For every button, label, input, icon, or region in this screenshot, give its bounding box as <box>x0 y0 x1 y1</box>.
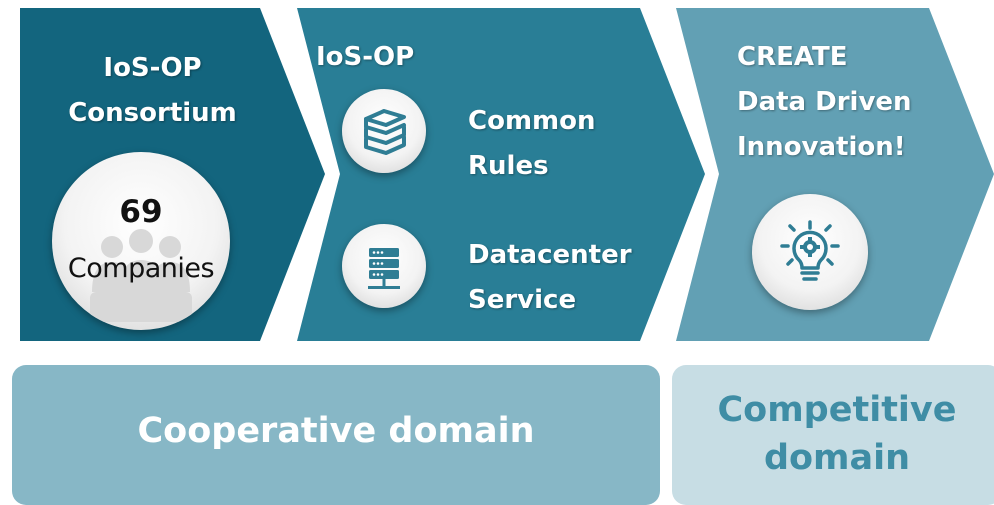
competitive-domain-line2: domain <box>763 438 911 478</box>
innovation-title-line1: CREATE <box>737 42 848 72</box>
common-rules-circle <box>342 89 426 173</box>
consortium-title-line1: IoS-OP <box>103 53 202 83</box>
cooperative-domain-box: Cooperative domain <box>12 365 660 505</box>
innovation-title-line3: Innovation! <box>737 132 906 162</box>
server-icon <box>368 248 400 289</box>
cooperative-domain-label: Cooperative domain <box>137 411 535 451</box>
innovation-circle <box>752 194 868 310</box>
companies-circle: 69 Companies <box>52 152 230 330</box>
competitive-domain-line1: Competitive <box>717 390 957 430</box>
datacenter-circle <box>342 224 426 308</box>
datacenter-label: Datacenter Service <box>468 233 632 323</box>
competitive-domain-box: Competitive domain <box>672 365 994 505</box>
common-rules-label: Common Rules <box>468 99 596 189</box>
datacenter-line1: Datacenter <box>468 240 632 270</box>
innovation-title-line2: Data Driven <box>737 87 912 117</box>
innovation-title: CREATE Data Driven Innovation! <box>737 35 912 170</box>
platform-title: IoS-OP <box>316 42 415 72</box>
company-count-label: Companies <box>67 253 215 284</box>
common-rules-line1: Common <box>468 106 596 136</box>
lightbulb-gear-icon <box>780 220 840 281</box>
consortium-title-line2: Consortium <box>68 98 237 128</box>
common-rules-line2: Rules <box>468 151 549 181</box>
consortium-title: IoS-OP Consortium <box>0 46 305 136</box>
people-icon <box>90 229 192 322</box>
datacenter-line2: Service <box>468 285 577 315</box>
books-icon <box>364 109 406 155</box>
company-count: 69 <box>119 194 163 230</box>
